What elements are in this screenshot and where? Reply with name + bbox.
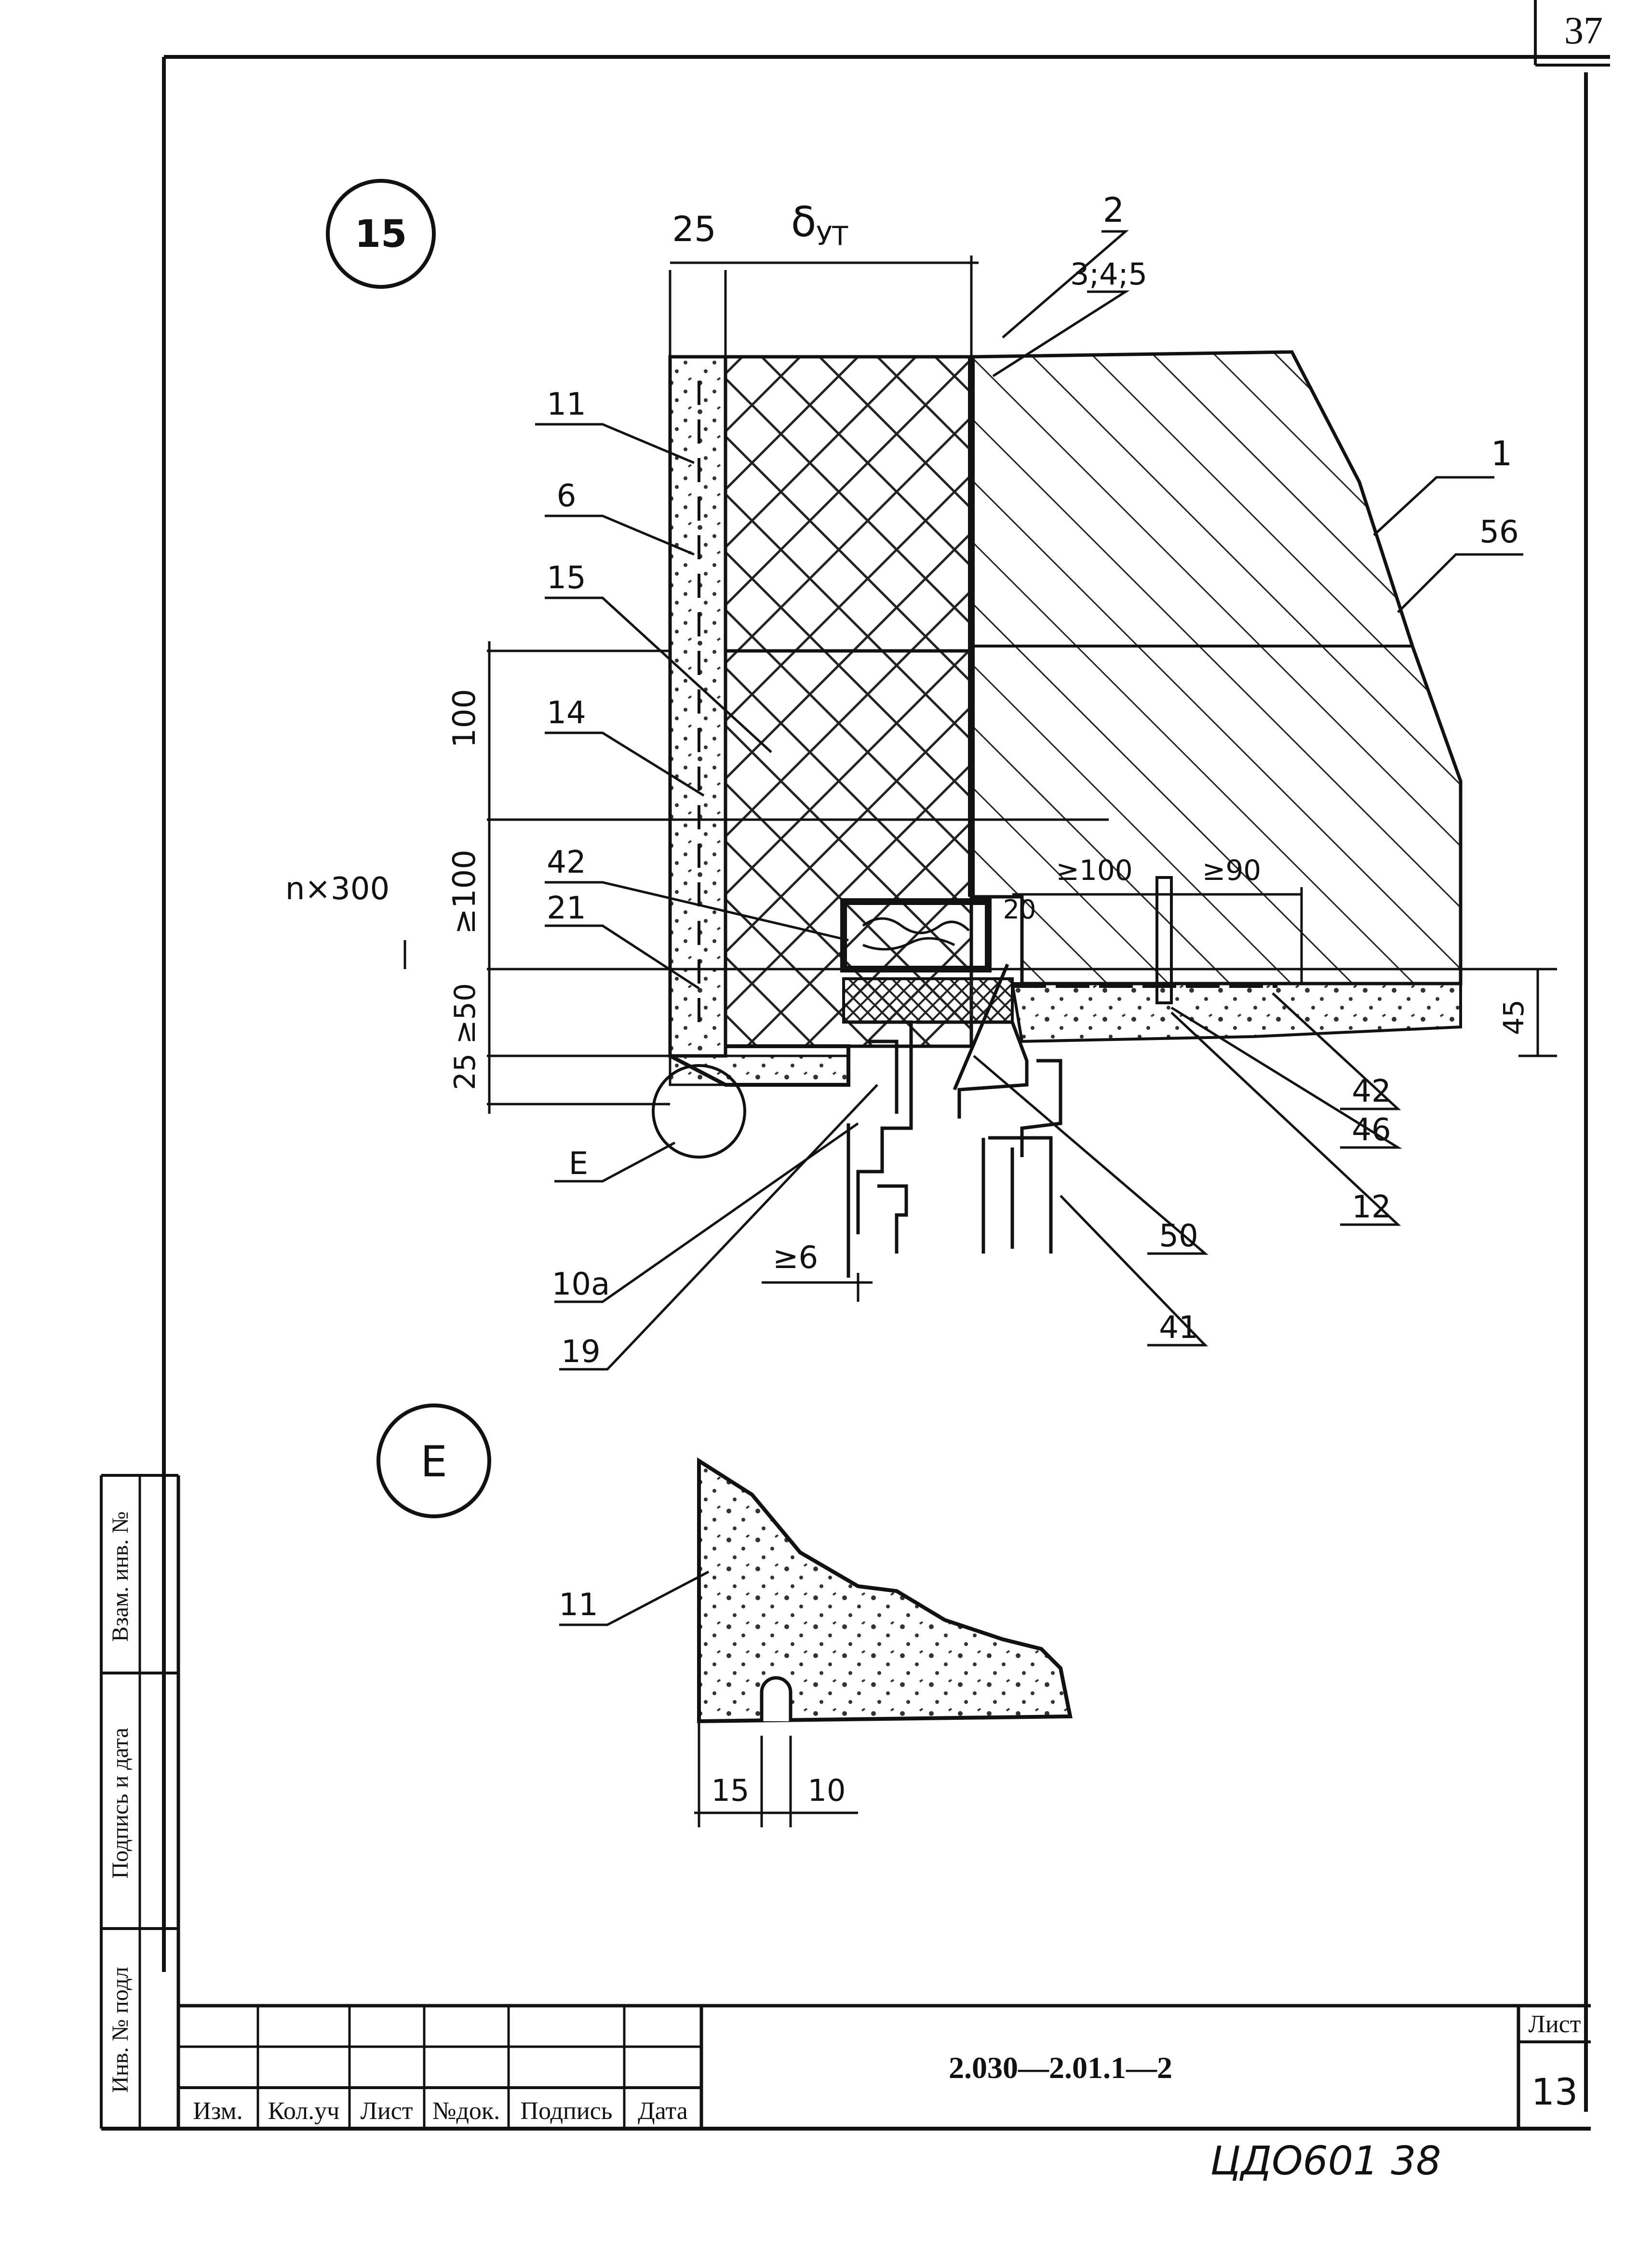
tb-col-kol-uch: Кол.уч: [268, 2097, 340, 2125]
node-callout-15-label: 15: [355, 213, 407, 256]
pos-50: 50: [1159, 1218, 1198, 1254]
pos-2: 2: [1103, 190, 1125, 230]
pos-11: 11: [547, 387, 586, 422]
pos-42-sill: 42: [1352, 1074, 1391, 1109]
detail-e-groove: [760, 1676, 792, 1721]
pos-19: 19: [561, 1334, 600, 1370]
dim-insulation: δУТ: [791, 198, 849, 251]
pos-10a: 10a: [552, 1267, 610, 1302]
pos-12: 12: [1352, 1189, 1391, 1225]
pos-3-4-5: 3;4;5: [1070, 256, 1147, 292]
dim-25: 25: [672, 209, 716, 249]
window-frame-profile: [846, 963, 1062, 1278]
window-sill: [1010, 982, 1462, 1043]
tb-designation: 2.030—2.01.1—2: [949, 2051, 1172, 2085]
seal-strip: [842, 977, 1014, 1024]
dim-min-6: ≥6: [773, 1240, 818, 1276]
pos-6: 6: [557, 478, 577, 514]
stamp-podpis-data: Подпись и дата: [107, 1728, 133, 1878]
tb-col-list: Лист: [361, 2097, 413, 2125]
pos-e: E: [569, 1146, 588, 1182]
dim-100: 100: [447, 689, 483, 748]
dim-25-50: 25 ≥50: [448, 983, 482, 1090]
pos-41: 41: [1159, 1310, 1198, 1346]
dim-45: 45: [1497, 999, 1530, 1035]
tb-col-izm: Изм.: [193, 2097, 242, 2125]
pos-56: 56: [1479, 514, 1518, 550]
title-block: [178, 2006, 1591, 2129]
node-callout-15: 15: [326, 179, 436, 289]
sheet-frame: [101, 0, 1610, 2131]
dim-n300: n×300: [285, 871, 389, 907]
stamp-vzam-inv: Взам. инв. №: [107, 1512, 133, 1642]
pos-14: 14: [547, 695, 586, 731]
tb-col-data: Дата: [638, 2097, 688, 2125]
detail-e-profile: [697, 1457, 1073, 1724]
node-15-section: 25 δУТ 100 ≥100 25 ≥50 n×300 20 ≥100 ≥90…: [285, 190, 1557, 1371]
detail-e-marker: [652, 1064, 746, 1159]
dim-min-100: ≥100: [447, 850, 483, 934]
side-stamp: Взам. инв. № Подпись и дата Инв. № подл: [100, 1474, 178, 2129]
pos-1: 1: [1491, 434, 1513, 473]
detail-e-callout-label: E: [420, 1437, 447, 1486]
dim-10: 10: [808, 1773, 846, 1808]
pos-42: 42: [547, 845, 586, 880]
tb-sheet-label: Лист: [1529, 2011, 1581, 2038]
page-number: 37: [1564, 10, 1603, 52]
insulation-layer: [724, 355, 973, 1048]
dim-min-100-sill: ≥100: [1056, 854, 1132, 887]
dim-15: 15: [712, 1773, 750, 1808]
archive-note: ЦДО601 38: [1210, 2138, 1441, 2184]
pos-15: 15: [547, 560, 586, 596]
leader-lines: [535, 230, 1523, 1371]
stamp-inv-podl: Инв. № подл: [107, 1967, 133, 2093]
pos-21: 21: [547, 891, 586, 926]
tb-sheet-number: 13: [1531, 2070, 1578, 2113]
masonry-wall: [969, 350, 1463, 985]
dimension-lines: [403, 256, 1557, 1302]
dim-min-90: ≥90: [1202, 854, 1261, 887]
pos-46: 46: [1352, 1112, 1391, 1148]
detail-e: E 15 10 11: [376, 1404, 1073, 1827]
tb-col-ndok: №док.: [432, 2097, 500, 2125]
pos-11-detail: 11: [559, 1587, 598, 1623]
tb-col-podpis: Подпись: [521, 2097, 613, 2125]
dim-20: 20: [1003, 894, 1036, 925]
